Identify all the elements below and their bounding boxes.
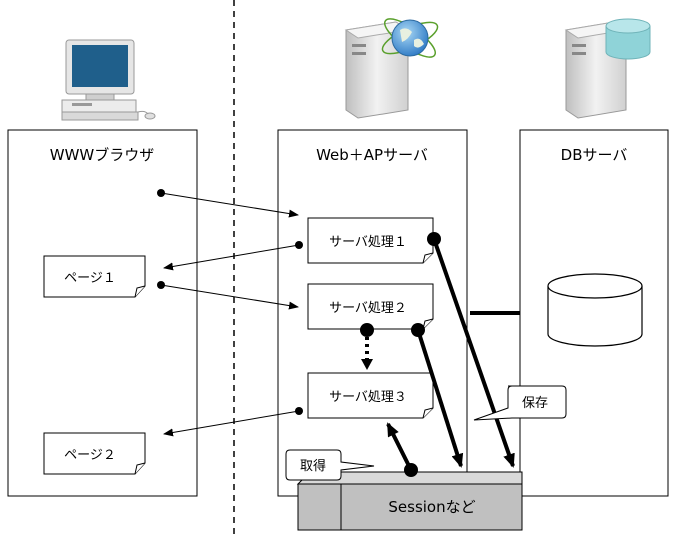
server-with-globe-icon	[344, 18, 439, 119]
process-3-label: サーバ処理３	[329, 390, 407, 405]
page-2: ページ２	[43, 432, 146, 475]
flow-process-2-to-process-3	[360, 323, 374, 370]
flow-process-3-to-page-2	[163, 407, 303, 437]
server-with-database-icon	[564, 18, 651, 119]
flow-session-get-to-process-3	[386, 422, 418, 477]
callout-save: 保存	[473, 385, 567, 421]
flow-browser-to-process-1	[157, 189, 299, 218]
session-store-label: Sessionなど	[388, 498, 475, 516]
callout-get: 取得	[285, 449, 375, 481]
page-1-label: ページ１	[64, 271, 116, 286]
process-2: サーバ処理２	[307, 283, 434, 330]
process-3: サーバ処理３	[307, 372, 434, 419]
desktop-computer-icon	[61, 39, 156, 121]
browser-column-title: WWWブラウザ	[50, 146, 155, 164]
flow-process-2-save-session	[411, 323, 464, 468]
process-2-label: サーバ処理２	[329, 301, 407, 316]
flow-process-1-save-session	[427, 232, 515, 468]
flow-process-1-to-page-1	[163, 241, 303, 271]
process-1-label: サーバ処理１	[329, 235, 407, 250]
page-2-label: ページ２	[64, 448, 116, 463]
session-store: Sessionなど	[296, 471, 523, 531]
callout-save-label: 保存	[522, 396, 548, 411]
callout-get-label: 取得	[300, 458, 326, 474]
process-1: サーバ処理１	[307, 217, 434, 264]
database-cylinder	[547, 273, 643, 347]
flow-page-1-to-process-2	[157, 281, 299, 310]
db-column-title: DBサーバ	[561, 146, 628, 164]
page-1: ページ１	[43, 255, 146, 298]
webap-column-title: Web＋APサーバ	[316, 146, 428, 164]
